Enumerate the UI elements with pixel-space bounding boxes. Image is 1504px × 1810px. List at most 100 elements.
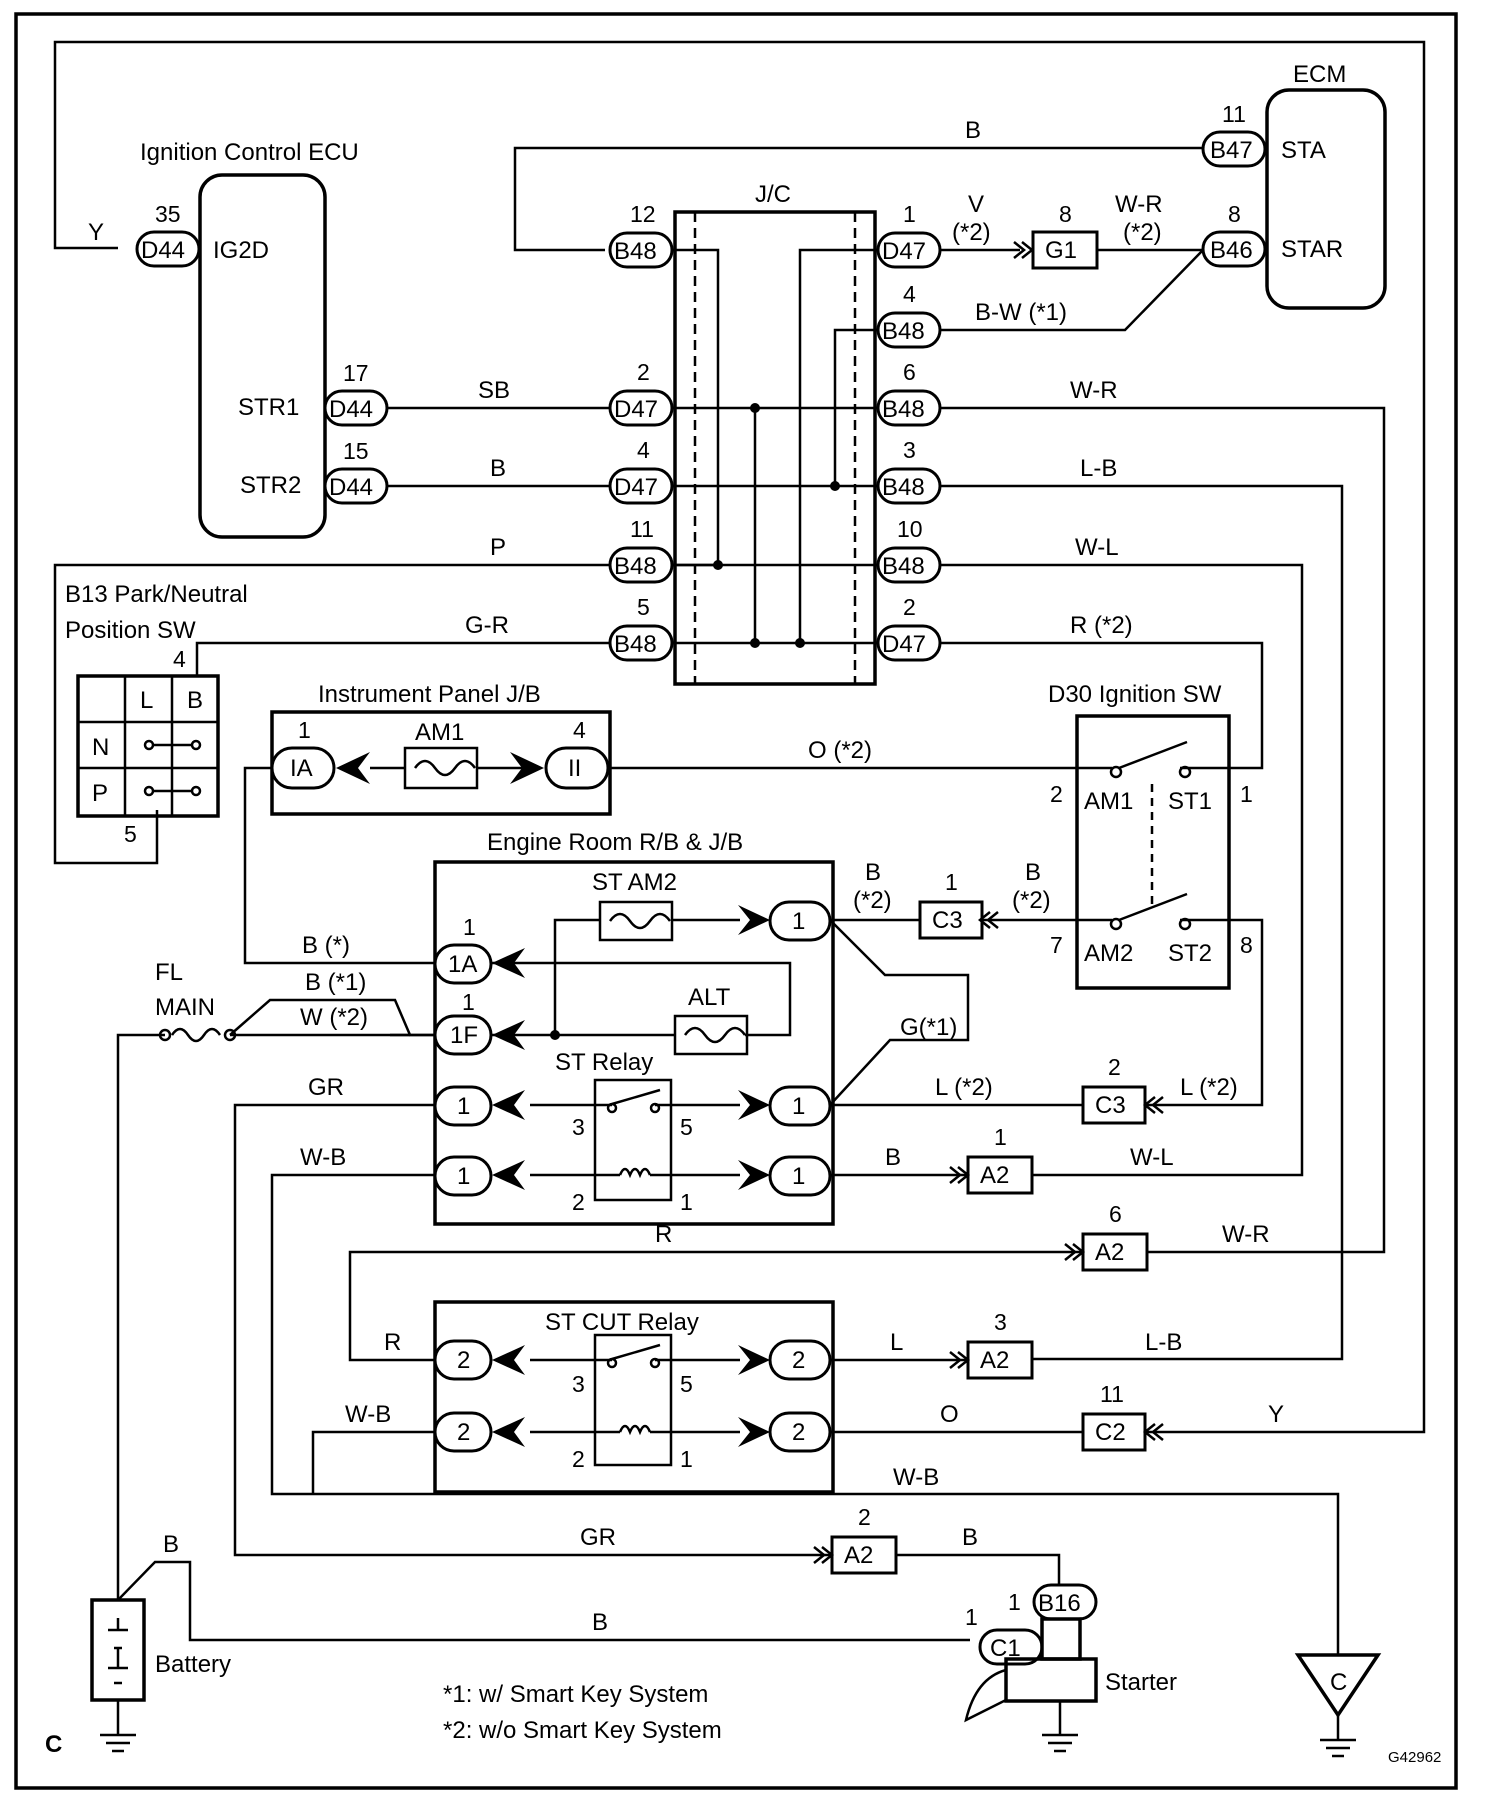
svg-text:L (*2): L (*2): [935, 1074, 993, 1101]
svg-text:A2: A2: [980, 1347, 1009, 1374]
svg-text:B: B: [163, 1531, 179, 1558]
er-rb-label: Engine Room R/B & J/B: [487, 829, 743, 856]
conn-1f: 1F1: [433, 989, 525, 1056]
svg-text:II: II: [568, 755, 581, 782]
engine-room-rb-jb: Engine Room R/B & J/B ST AM2 ALT ST Rela…: [433, 829, 835, 1226]
svg-text:SB: SB: [478, 377, 510, 404]
svg-text:C3: C3: [932, 907, 963, 934]
svg-text:R: R: [384, 1329, 401, 1356]
svg-text:6: 6: [1109, 1201, 1122, 1227]
svg-text:B48: B48: [614, 553, 657, 580]
battery-label: Battery: [155, 1651, 231, 1678]
svg-text:6: 6: [903, 359, 916, 385]
sw-pin2: 2: [1050, 781, 1063, 807]
svg-text:O: O: [940, 1401, 959, 1428]
svg-text:L (*2): L (*2): [1180, 1074, 1238, 1101]
svg-text:W-R: W-R: [1222, 1221, 1270, 1248]
svg-text:1: 1: [298, 717, 311, 743]
sw-st2: ST2: [1168, 940, 1212, 967]
svg-text:Y: Y: [88, 219, 104, 246]
svg-text:2: 2: [858, 1504, 871, 1530]
svg-text:B48: B48: [614, 238, 657, 265]
svg-text:P: P: [490, 534, 506, 561]
svg-text:4: 4: [903, 281, 916, 307]
svg-text:B: B: [592, 1609, 608, 1636]
conn-a2-3: A23: [949, 1309, 1034, 1380]
cut-relay-pin5: 5: [680, 1371, 693, 1397]
conn-1a: 1A1: [433, 914, 525, 985]
svg-text:12: 12: [630, 201, 656, 227]
svg-text:A2: A2: [1095, 1239, 1124, 1266]
svg-text:B48: B48: [882, 553, 925, 580]
instrument-panel-jb: Instrument Panel J/B AM1: [270, 681, 612, 816]
st-cut-relay-label: ST CUT Relay: [545, 1309, 699, 1336]
cut-relay-pin1: 1: [680, 1446, 693, 1472]
conn-a2-6: A26: [1064, 1201, 1149, 1272]
ign-sw-label: D30 Ignition SW: [1048, 681, 1222, 708]
svg-text:B: B: [962, 1524, 978, 1551]
svg-text:1: 1: [457, 1093, 470, 1120]
conn-c1: C11: [965, 1604, 1044, 1666]
pn-label-2: Position SW: [65, 617, 196, 644]
sw-pin7: 7: [1050, 932, 1063, 958]
svg-text:11: 11: [1100, 1381, 1124, 1407]
svg-text:G(*1): G(*1): [900, 1014, 957, 1041]
er-st-am2-out: 1: [738, 900, 832, 942]
conn-c3-2: C32: [1081, 1054, 1164, 1125]
svg-text:1: 1: [463, 914, 476, 940]
am1-fuse-label: AM1: [415, 719, 464, 746]
conn-ii: II4: [510, 717, 610, 790]
svg-text:1: 1: [903, 201, 916, 227]
svg-text:A2: A2: [980, 1162, 1009, 1189]
svg-text:1: 1: [1008, 1589, 1021, 1615]
svg-text:B (*): B (*): [302, 932, 350, 959]
svg-text:A2: A2: [844, 1542, 873, 1569]
svg-text:Y: Y: [1268, 1401, 1284, 1428]
starter: Starter: [964, 1617, 1177, 1753]
svg-text:W-L: W-L: [1075, 534, 1119, 561]
st-relay-pin3: 3: [572, 1114, 585, 1140]
svg-text:(*2): (*2): [952, 219, 991, 246]
svg-text:O (*2): O (*2): [808, 737, 872, 764]
ecu-ig2d: IG2D: [213, 237, 269, 264]
svg-text:D44: D44: [329, 474, 373, 501]
diagram-code: G42962: [1388, 1749, 1441, 1766]
fl-label: FL: [155, 959, 183, 986]
svg-text:1: 1: [994, 1124, 1007, 1150]
svg-text:2: 2: [457, 1347, 470, 1374]
pn-pin4: 4: [173, 646, 186, 672]
svg-text:G1: G1: [1045, 237, 1077, 264]
note-2: *2: w/o Smart Key System: [443, 1717, 722, 1744]
svg-text:L-B: L-B: [1080, 455, 1117, 482]
svg-text:C2: C2: [1095, 1419, 1126, 1446]
pn-row-n: N: [92, 734, 109, 761]
conn-ia: IA1: [270, 717, 370, 790]
svg-text:3: 3: [903, 437, 916, 463]
svg-text:D47: D47: [882, 238, 926, 265]
ecm-label: ECM: [1293, 61, 1346, 88]
svg-text:2: 2: [792, 1419, 805, 1446]
svg-text:B16: B16: [1038, 1590, 1081, 1617]
ip-jb-label: Instrument Panel J/B: [318, 681, 541, 708]
svg-text:2: 2: [637, 359, 650, 385]
st-relay-pin2: 2: [572, 1189, 585, 1215]
svg-text:5: 5: [637, 594, 650, 620]
svg-text:B48: B48: [614, 631, 657, 658]
er-b-right: 1: [738, 1155, 832, 1197]
svg-text:D47: D47: [882, 631, 926, 658]
svg-text:B: B: [1025, 859, 1041, 886]
svg-text:1A: 1A: [448, 951, 477, 978]
